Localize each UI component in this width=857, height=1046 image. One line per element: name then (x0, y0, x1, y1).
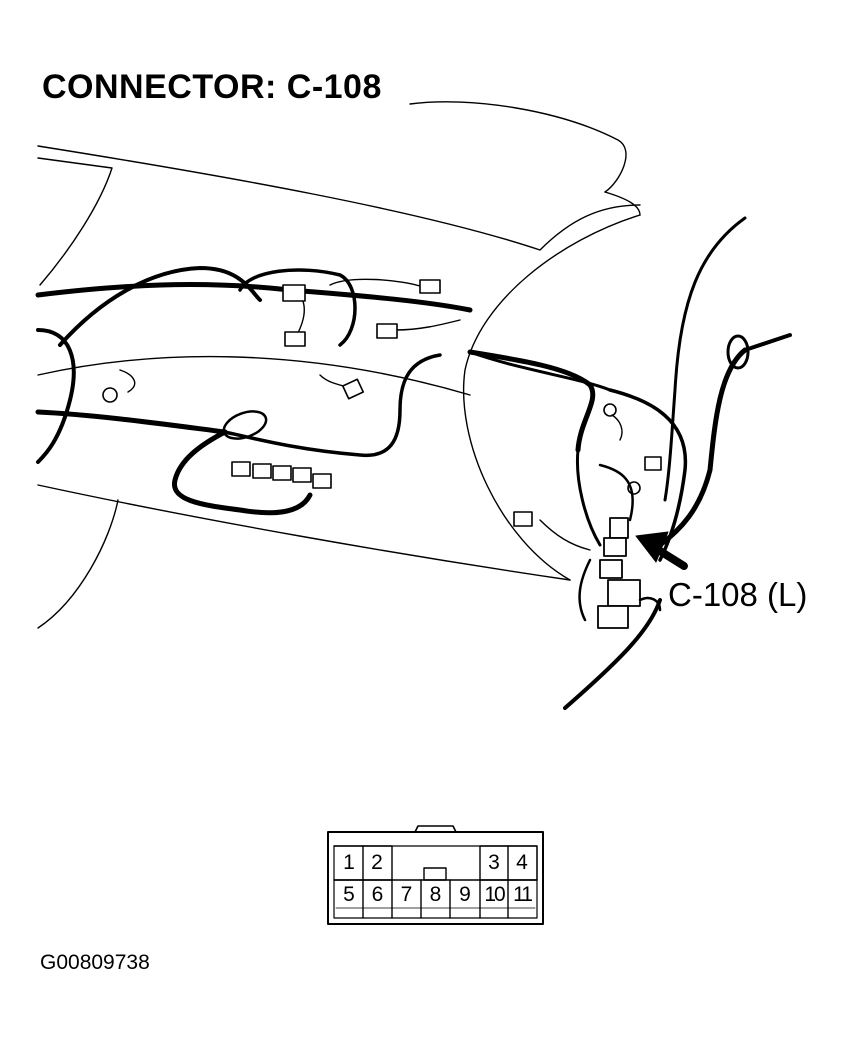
pin-label: 11 (513, 883, 533, 906)
pin-label: 8 (429, 883, 442, 906)
dash-top-edge (37, 145, 641, 251)
pin-label: 5 (343, 883, 355, 906)
figure-id: G00809738 (40, 951, 150, 974)
harness-branch-connectors (172, 429, 313, 516)
callout-arrow-head (635, 531, 669, 563)
connector-latch (414, 825, 457, 833)
callout-label: C-108 (L) (668, 576, 808, 613)
pin-label: 6 (371, 883, 384, 906)
dash-lower-edge (37, 484, 571, 581)
pin-label: 4 (516, 851, 528, 874)
pin-label: 3 (488, 851, 500, 874)
harness-tail (563, 598, 662, 710)
connector-key (423, 867, 447, 881)
harness-trunk-lower (35, 409, 228, 435)
connector-face-outline (327, 831, 544, 925)
c108-connector-block (609, 517, 629, 539)
dash-end-panel (463, 214, 641, 581)
dash-panel-recess (37, 157, 113, 286)
pin-label: 1 (343, 851, 355, 874)
diagram-title: CONNECTOR: C-108 (42, 68, 382, 106)
pin-label: 2 (371, 851, 383, 874)
pin-label: 9 (459, 883, 471, 906)
pin-label: 10 (484, 883, 505, 906)
pin-label: 7 (400, 883, 413, 906)
